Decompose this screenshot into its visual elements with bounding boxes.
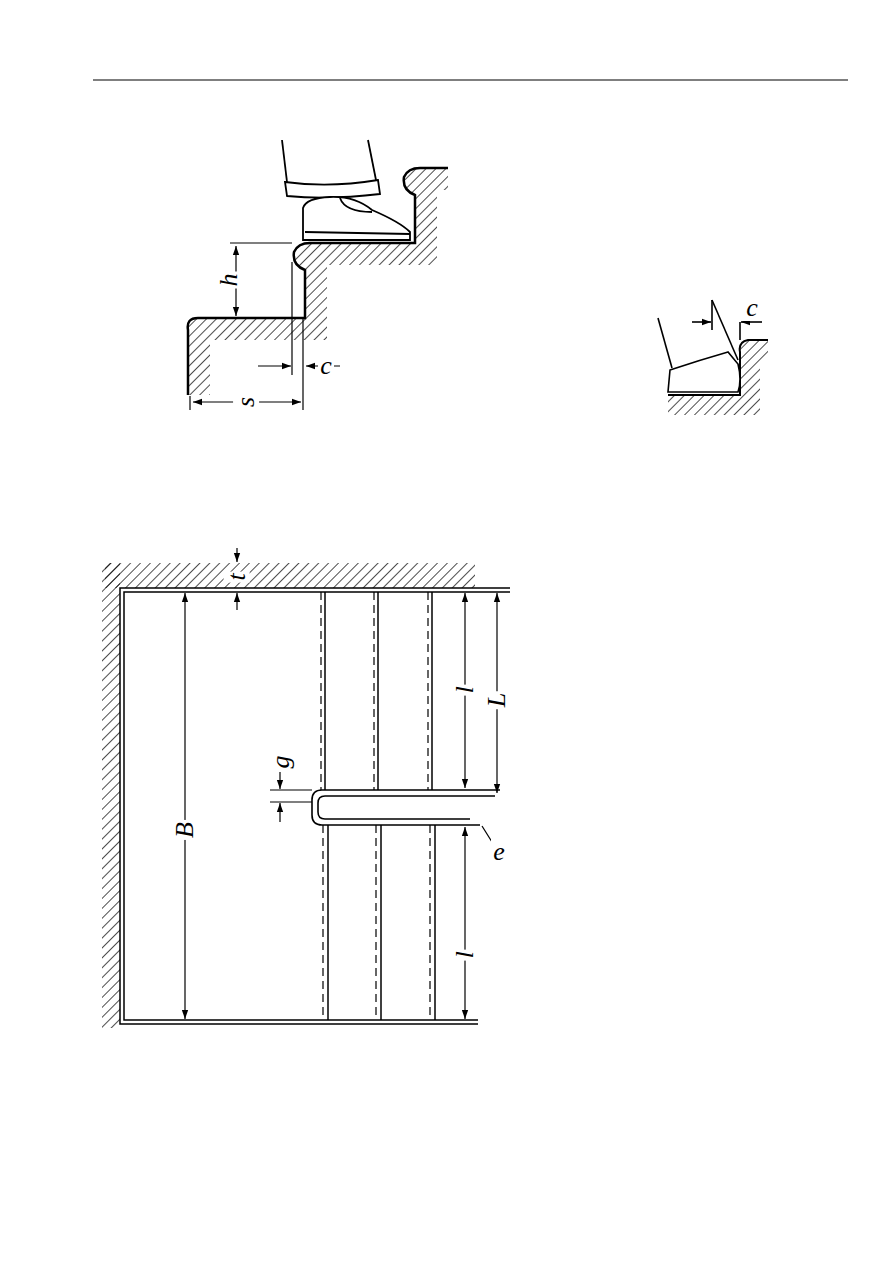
handrail: [312, 790, 500, 825]
small-stair-profile: [668, 340, 768, 395]
tread-lines: [321, 592, 435, 1020]
dimension-label: e: [491, 839, 507, 865]
dimension-label: l: [452, 684, 478, 695]
header-rule: [93, 79, 848, 80]
wall-hatching: [105, 563, 475, 588]
dimension-label: B: [172, 820, 198, 840]
dimension-label: g: [267, 754, 293, 771]
plan-dimensions: [185, 548, 497, 1019]
dimension-label: l: [452, 949, 478, 960]
dimension-label: c: [318, 353, 334, 379]
dimension-label: s: [233, 395, 259, 409]
dimension-label: t: [224, 571, 250, 582]
dimension-label: L: [484, 691, 510, 709]
leg-and-shoe: [282, 140, 410, 240]
dimension-label: h: [215, 272, 241, 289]
stair-profile: [188, 168, 448, 395]
stair-hatching: [188, 168, 448, 395]
landing-outline: [120, 588, 510, 1024]
dimension-label: c: [744, 295, 760, 321]
dimension-lines: [190, 243, 340, 410]
